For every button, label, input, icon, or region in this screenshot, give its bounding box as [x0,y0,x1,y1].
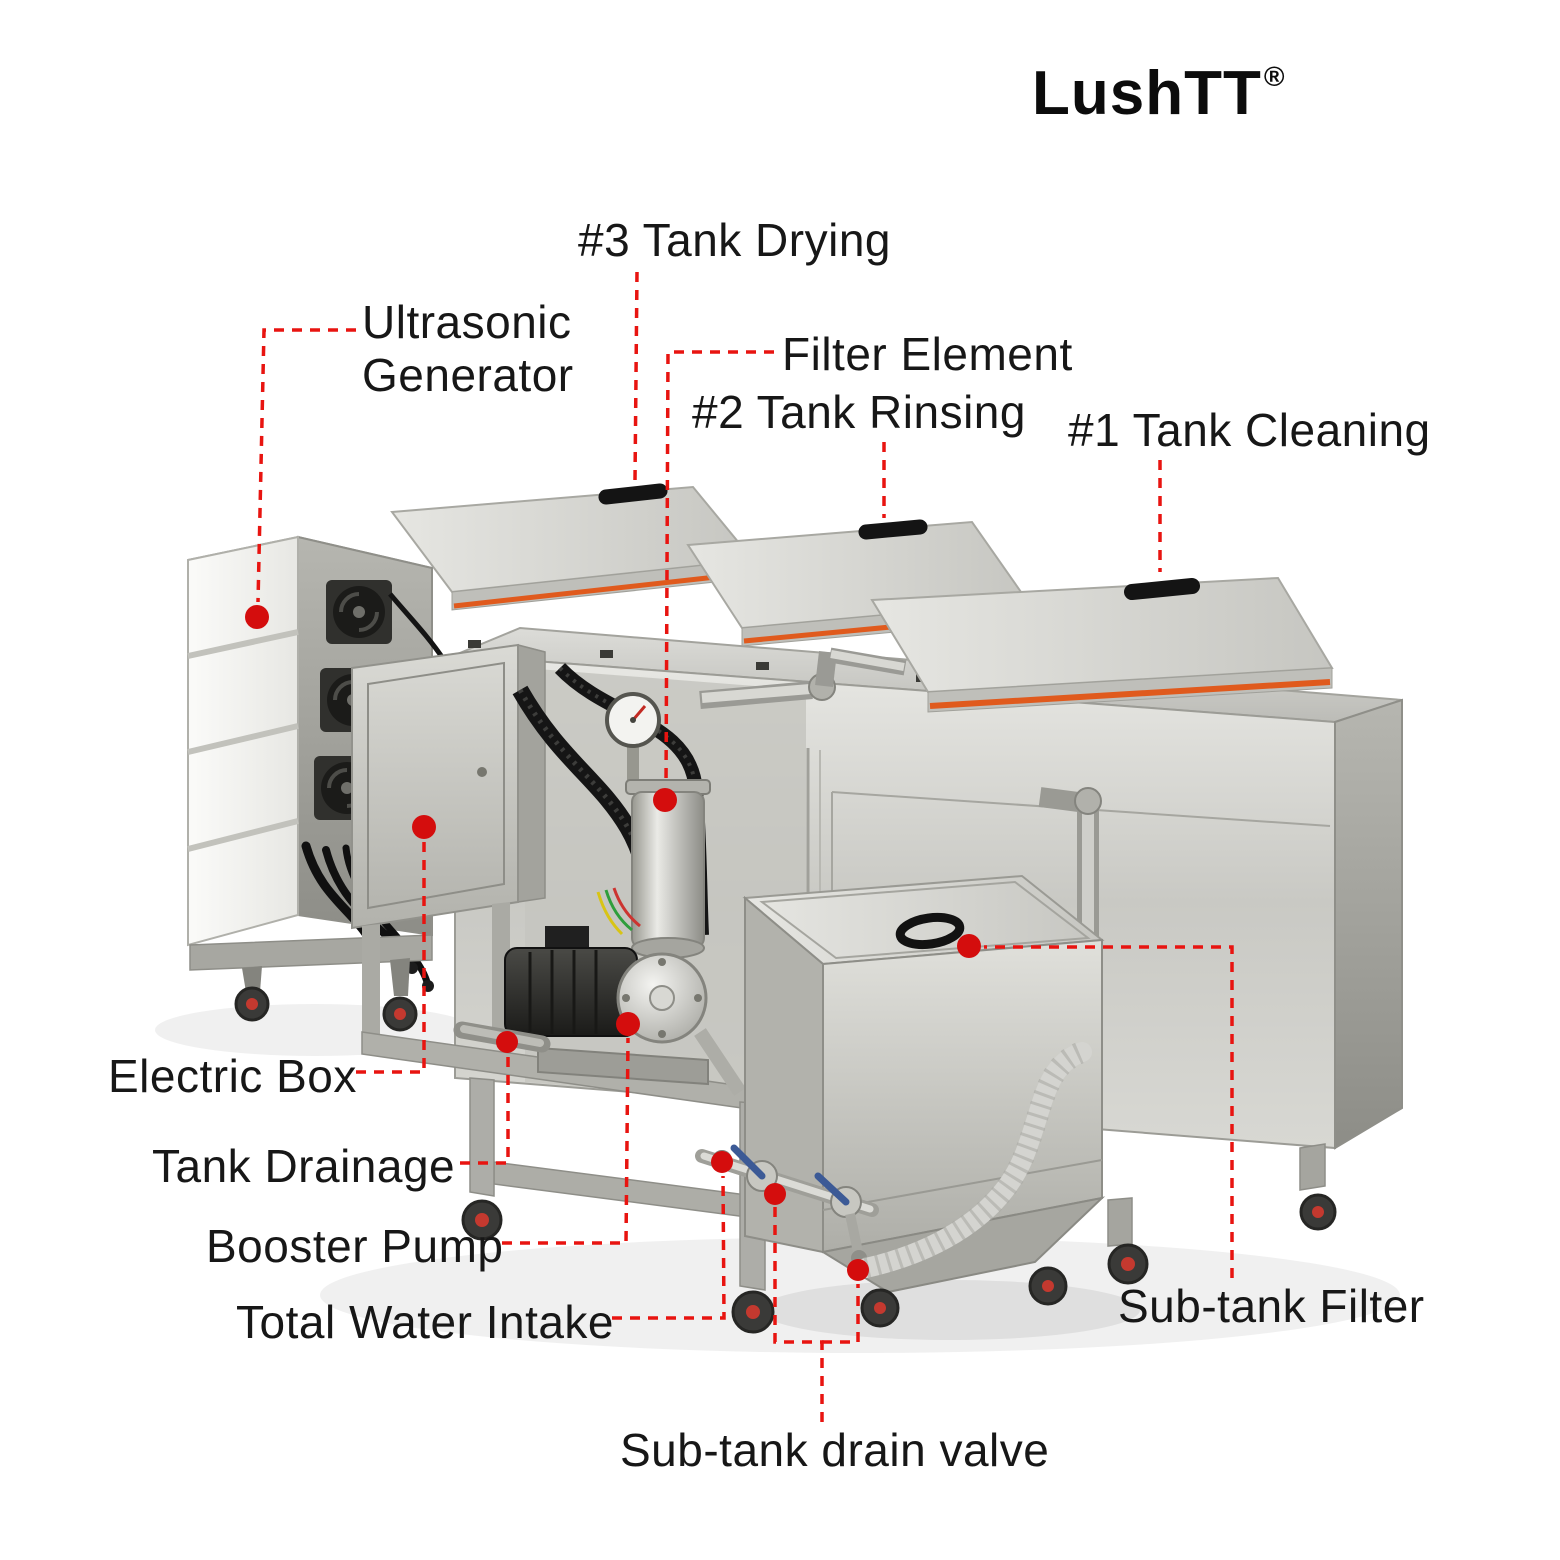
callout-line-total-water-intake [612,1175,726,1320]
caster-wheel [1028,1266,1068,1306]
callout-label-tank-drainage: Tank Drainage [152,1140,456,1192]
caster-wheel [382,958,418,1032]
callout-line-booster-pump [502,1037,630,1245]
callout-line-subtank-filter [984,945,1234,1278]
callout-label-ultrasonic-generator: Ultrasonic Generator [362,296,574,402]
callout-line-drain-valve-a [773,1206,824,1422]
callout-line-electric-box [356,842,426,1074]
callout-dot [616,1012,640,1036]
caster-wheel [860,1288,900,1328]
callout-line-drain-valve-b [822,1284,860,1344]
sub-tank [742,874,1106,1328]
valve-lever [730,1144,766,1180]
registered-trademark-icon: ® [1263,61,1286,92]
lid-tank3-drying [390,483,755,611]
caster-wheel [1299,1193,1337,1231]
filter-housing [625,779,711,959]
callout-dot [412,815,436,839]
ultrasonic-generator-line1: Ultrasonic [362,296,572,348]
callout-label-total-water-intake: Total Water Intake [236,1296,615,1348]
ultrasonic-generator-line2: Generator [362,348,574,401]
subtank-return-pipe [1038,787,1102,938]
lid3-handle [598,483,668,505]
callout-dot [957,934,981,958]
callout-label-subtank-drain-valve: Sub-tank drain valve [620,1424,1050,1476]
callout-dot [847,1259,869,1281]
filter-assembly [512,647,907,959]
caster-wheel [731,1290,775,1334]
callout-label-tank2-rinsing: #2 Tank Rinsing [692,386,1026,438]
callout-label-tank1-cleaning: #1 Tank Cleaning [1068,404,1431,456]
callout-line-tank3 [633,271,639,481]
callout-label-filter-element: Filter Element [782,328,1073,380]
callout-dot [496,1031,518,1053]
tank-lids [390,483,1334,713]
brand-logo: LushTT® [1032,58,1285,129]
callout-label-electric-box: Electric Box [108,1050,357,1102]
callout-dot [764,1183,786,1205]
lid2-handle [858,519,928,540]
valve-lever [814,1172,850,1206]
callout-lines [256,271,1234,1422]
caster-wheel [1107,1243,1149,1285]
corrugated-hose [856,1041,1092,1279]
callout-dot [245,605,269,629]
caster-wheel [234,966,270,1022]
callout-dot [653,788,677,812]
callout-dots [245,605,981,1281]
callout-dot [711,1151,733,1173]
lid1-handle [1124,578,1200,600]
caster-wheel [461,1199,503,1241]
callout-label-tank3-drying: #3 Tank Drying [578,214,891,266]
fan-icon [326,580,392,644]
subtank-lid-handle [895,912,965,950]
callout-label-booster-pump: Booster Pump [206,1220,504,1272]
pressure-gauge [605,692,661,782]
callout-line-ultrasonic [256,328,356,603]
brand-name: LushTT [1032,59,1262,128]
lid-tank1-cleaning [870,576,1334,713]
callout-label-subtank-filter: Sub-tank Filter [1118,1280,1425,1332]
booster-pump [504,926,746,1096]
